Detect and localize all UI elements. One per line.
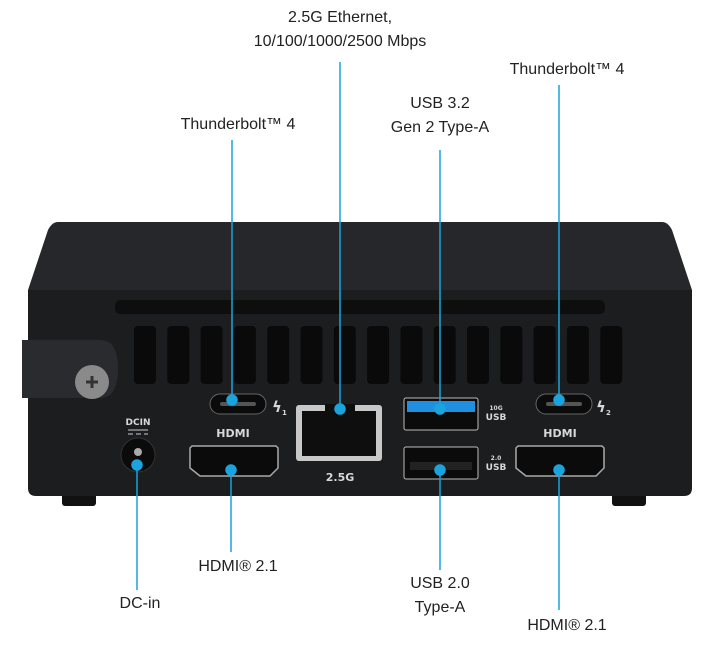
vent-slot <box>300 326 323 384</box>
screw-head-icon <box>86 376 98 388</box>
tb-index: 1 <box>282 409 287 417</box>
lid-groove <box>115 300 605 314</box>
callout-dot <box>434 464 446 476</box>
vent-slot <box>500 326 523 384</box>
dc-pin <box>134 448 142 456</box>
callout-text: USB 3.2 <box>410 95 470 112</box>
ethernet-socket <box>302 411 376 456</box>
callout-hdmi-left: HDMI® 2.1 <box>198 555 277 579</box>
callout-dot <box>131 459 143 471</box>
callout-dot <box>334 403 346 415</box>
callout-text: 2.5G Ethernet, <box>287 9 393 26</box>
vent-slot <box>233 326 256 384</box>
vent-slot <box>400 326 423 384</box>
callout-dot <box>225 464 237 476</box>
top-lid <box>28 222 692 290</box>
callout-text: DC-in <box>119 595 161 612</box>
hdmi-marking: HDMI <box>543 427 576 440</box>
ethernet-marking: 2.5G <box>326 471 355 484</box>
vent-slot <box>200 326 223 384</box>
callout-dc-in: DC-in <box>120 592 161 616</box>
hdmi-port-right <box>515 445 605 477</box>
callout-text: Thunderbolt™ 4 <box>509 61 625 78</box>
usb-marking: USB <box>486 463 507 473</box>
dcin-marking: DCIN <box>126 418 151 428</box>
vent-slot <box>167 326 190 384</box>
callout-usb20: USB 2.0 Type-A <box>410 572 470 620</box>
callout-text: USB 2.0 <box>410 575 470 592</box>
vent-slot <box>533 326 556 384</box>
vent-slot <box>433 326 456 384</box>
hdmi-marking: HDMI <box>216 427 249 440</box>
callout-text: Type-A <box>414 599 466 616</box>
vent-grille <box>134 326 623 384</box>
vent-slot <box>566 326 589 384</box>
vent-slot <box>600 326 623 384</box>
callout-text: Thunderbolt™ 4 <box>180 116 296 133</box>
thunderbolt-icon: ϟ <box>272 398 282 416</box>
callout-text: HDMI® 2.1 <box>527 617 607 634</box>
dc-symbol-icon <box>128 429 148 435</box>
vent-slot <box>367 326 390 384</box>
vent-slot <box>134 326 156 384</box>
callout-dot <box>434 403 446 415</box>
thunderbolt-icon: ϟ <box>596 398 606 416</box>
vent-slot <box>267 326 290 384</box>
callout-text: HDMI® 2.1 <box>198 558 278 575</box>
callout-usb32: USB 3.2 Gen 2 Type-A <box>391 92 489 140</box>
chassis-body <box>28 290 692 496</box>
callout-thunderbolt-left: Thunderbolt™ 4 <box>181 113 296 137</box>
vent-slot <box>467 326 489 384</box>
hdmi-port-left <box>189 445 279 477</box>
callout-thunderbolt-right: Thunderbolt™ 4 <box>510 58 625 82</box>
usb-speed: 10G <box>489 405 502 412</box>
tb-index: 2 <box>606 409 611 417</box>
callout-text: Gen 2 Type-A <box>390 119 490 136</box>
port-tongue <box>220 402 256 406</box>
vent-slot <box>333 326 356 384</box>
usb-speed: 2.0 <box>491 455 502 462</box>
callout-hdmi-right: HDMI® 2.1 <box>527 614 606 638</box>
callout-dot <box>226 394 238 406</box>
callout-ethernet: 2.5G Ethernet, 10/100/1000/2500 Mbps <box>254 6 427 54</box>
callout-text: 10/100/1000/2500 Mbps <box>253 33 427 50</box>
callout-dot <box>553 464 565 476</box>
usb-marking: USB <box>486 413 507 423</box>
callout-dot <box>553 394 565 406</box>
